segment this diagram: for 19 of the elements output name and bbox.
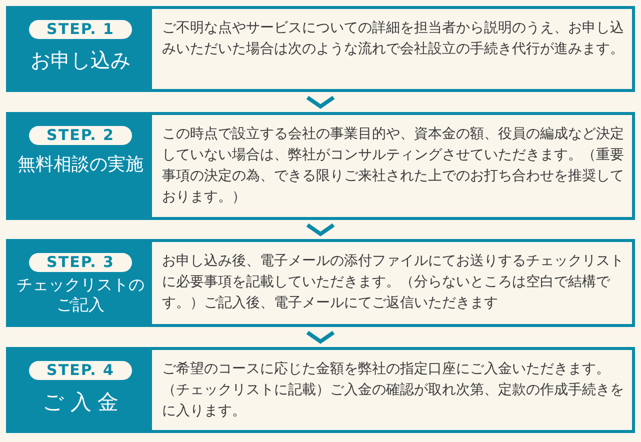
step-title: お申し込み <box>30 48 130 73</box>
step-card <box>6 112 635 220</box>
step-badge: STEP. 4 <box>29 361 132 380</box>
chevron-arrow <box>306 223 335 236</box>
chevron-arrow <box>306 96 335 109</box>
step-description: この時点で設立する会社の事業目的や、資本金の額、役員の編成など決定していない場合は、弊社がコンサルティングさせていただきます。（重要事項の決定の為、できる限りご来社された上でのお打ち合わせを推奨しております。） <box>162 125 625 207</box>
step-description: ご希望のコースに応じた金額を弊社の指定口座にご入金いただきます。（チェックリストに記載）ご入金の確認が取れ次第、定款の作成手続きをに入ります。 <box>162 360 625 421</box>
step-title: 無料相談の実施 <box>18 154 144 176</box>
step-description: ご不明な点やサービスについての詳細を担当者から説明のうえ、お申し込みいただいた場合は次のような流れで会社設立の手続き代行が進みます。 <box>162 19 625 59</box>
step-card <box>6 6 635 92</box>
step-title: チェックリストのご記入 <box>16 275 146 315</box>
step-title: ご入金 <box>42 389 124 416</box>
chevron-arrow <box>306 330 335 344</box>
step-badge: STEP. 2 <box>29 126 132 145</box>
step-card <box>6 347 635 433</box>
step-card <box>6 239 635 327</box>
step-badge: STEP. 1 <box>29 20 132 39</box>
step-badge: STEP. 3 <box>29 253 132 272</box>
step-description: お申し込み後、電子メールの添付ファイルにてお送りするチェックリストに必要事項を記載していただきます。（分らないところは空白で結構です。）ご記入後、電子メールにてご返信いただきます <box>162 252 625 313</box>
